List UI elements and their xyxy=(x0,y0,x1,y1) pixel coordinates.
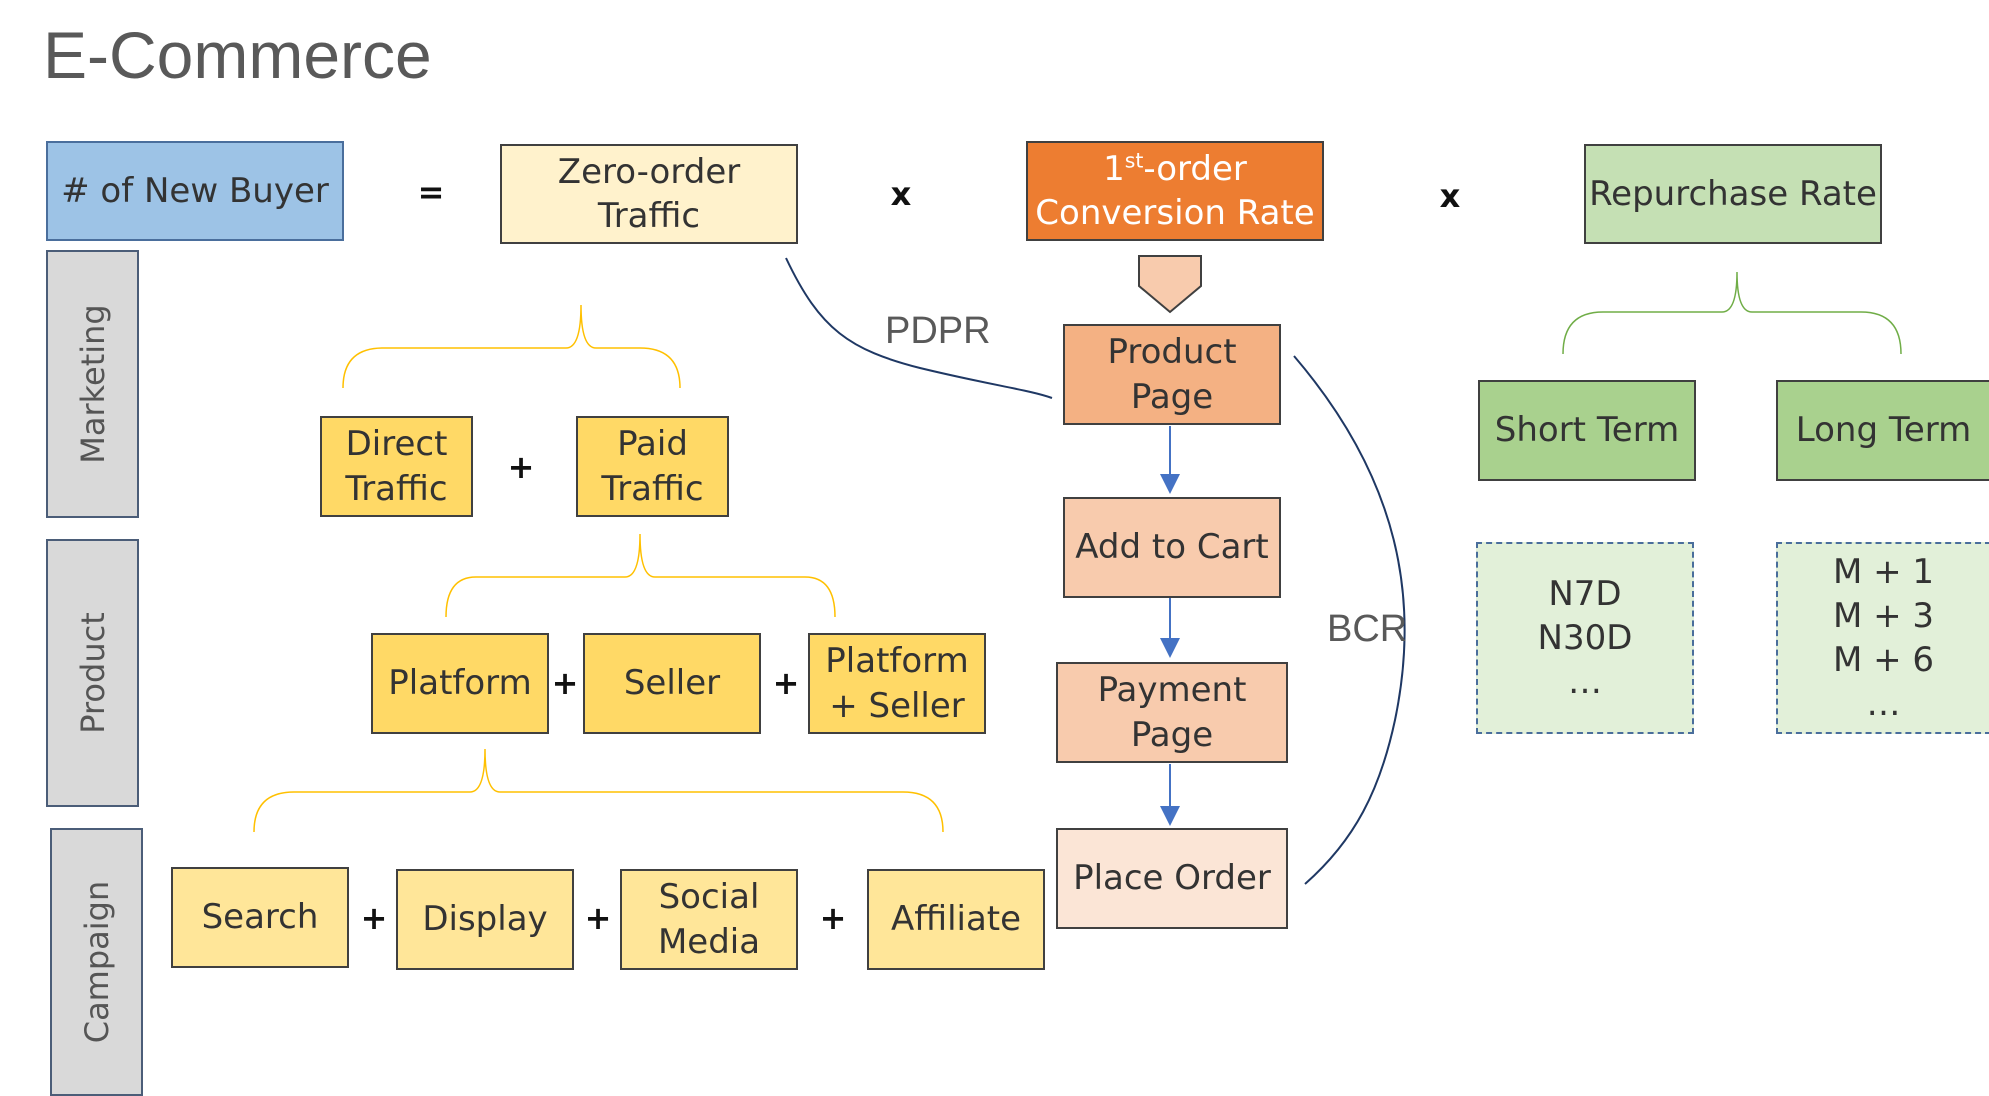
zero-order-traffic-box: Zero-order Traffic xyxy=(500,144,798,244)
direct-traffic-label: Direct Traffic xyxy=(345,424,448,509)
bcr-connector xyxy=(1293,355,1406,885)
paid-traffic-label: Paid Traffic xyxy=(601,424,704,509)
platform-seller-label: Platform + Seller xyxy=(825,641,969,726)
conversion-superscript: st xyxy=(1124,148,1144,173)
short-term-metrics-box: N7D N30D … xyxy=(1476,542,1694,734)
new-buyer-box: # of New Buyer xyxy=(46,141,344,241)
conversion-line2: Conversion Rate xyxy=(1035,193,1315,233)
plus-operator-traffic: + xyxy=(507,448,535,486)
affiliate-box: Affiliate xyxy=(867,869,1045,970)
pdpr-connector xyxy=(785,257,1053,399)
campaign-label: Campaign xyxy=(77,880,116,1044)
pdpr-label: PDPR xyxy=(885,310,991,352)
conversion-suffix: -order xyxy=(1143,148,1247,189)
times-operator-1: x xyxy=(890,175,912,213)
short-term-metrics-label: N7D N30D … xyxy=(1537,573,1633,703)
short-term-label: Short Term xyxy=(1494,410,1680,451)
platform-label: Platform xyxy=(388,663,532,704)
side-label-product: Product xyxy=(46,539,139,807)
plus-operator-channel-2: + xyxy=(772,664,800,702)
brace-paid xyxy=(445,533,836,618)
side-label-marketing: Marketing xyxy=(46,250,139,518)
repurchase-rate-label: Repurchase Rate xyxy=(1589,173,1877,214)
affiliate-label: Affiliate xyxy=(890,899,1022,940)
long-term-metrics-label: M + 1 M + 3 M + 6 … xyxy=(1832,551,1935,725)
long-term-box: Long Term xyxy=(1776,380,1989,481)
product-label: Product xyxy=(73,612,112,734)
product-page-label: Product Page xyxy=(1107,332,1237,417)
conversion-down-arrow xyxy=(1138,255,1202,314)
repurchase-rate-box: Repurchase Rate xyxy=(1584,144,1882,244)
add-to-cart-label: Add to Cart xyxy=(1075,527,1269,568)
seller-box: Seller xyxy=(583,633,761,734)
new-buyer-label: # of New Buyer xyxy=(61,170,329,211)
long-term-label: Long Term xyxy=(1795,410,1972,451)
conversion-prefix: 1 xyxy=(1103,148,1125,189)
search-label: Search xyxy=(201,897,319,938)
direct-traffic-box: Direct Traffic xyxy=(320,416,473,517)
brace-repurchase xyxy=(1562,271,1902,355)
times-operator-2: x xyxy=(1439,177,1461,215)
plus-operator-campaign-2: + xyxy=(584,899,612,937)
brace-traffic xyxy=(342,304,681,389)
zero-order-traffic-label: Zero-order Traffic xyxy=(557,151,741,236)
display-label: Display xyxy=(422,899,548,940)
bcr-label: BCR xyxy=(1327,608,1408,650)
plus-operator-channel-1: + xyxy=(551,664,579,702)
long-term-metrics-box: M + 1 M + 3 M + 6 … xyxy=(1776,542,1989,734)
side-label-campaign: Campaign xyxy=(50,828,143,1096)
add-to-cart-box: Add to Cart xyxy=(1063,497,1281,598)
place-order-label: Place Order xyxy=(1073,858,1271,899)
short-term-box: Short Term xyxy=(1478,380,1696,481)
seller-label: Seller xyxy=(623,663,721,704)
place-order-box: Place Order xyxy=(1056,828,1288,929)
payment-page-box: Payment Page xyxy=(1056,662,1288,763)
payment-page-label: Payment Page xyxy=(1097,670,1247,755)
plus-operator-campaign-1: + xyxy=(360,899,388,937)
paid-traffic-box: Paid Traffic xyxy=(576,416,729,517)
page-title: E-Commerce xyxy=(43,18,432,92)
platform-seller-box: Platform + Seller xyxy=(808,633,986,734)
product-page-box: Product Page xyxy=(1063,324,1281,425)
marketing-label: Marketing xyxy=(73,304,112,464)
search-box: Search xyxy=(171,867,349,968)
equals-operator: = xyxy=(417,173,445,211)
social-media-label: Social Media xyxy=(657,877,761,962)
plus-operator-campaign-3: + xyxy=(819,899,847,937)
brace-platform xyxy=(253,748,944,833)
display-box: Display xyxy=(396,869,574,970)
social-media-box: Social Media xyxy=(620,869,798,970)
platform-box: Platform xyxy=(371,633,549,734)
